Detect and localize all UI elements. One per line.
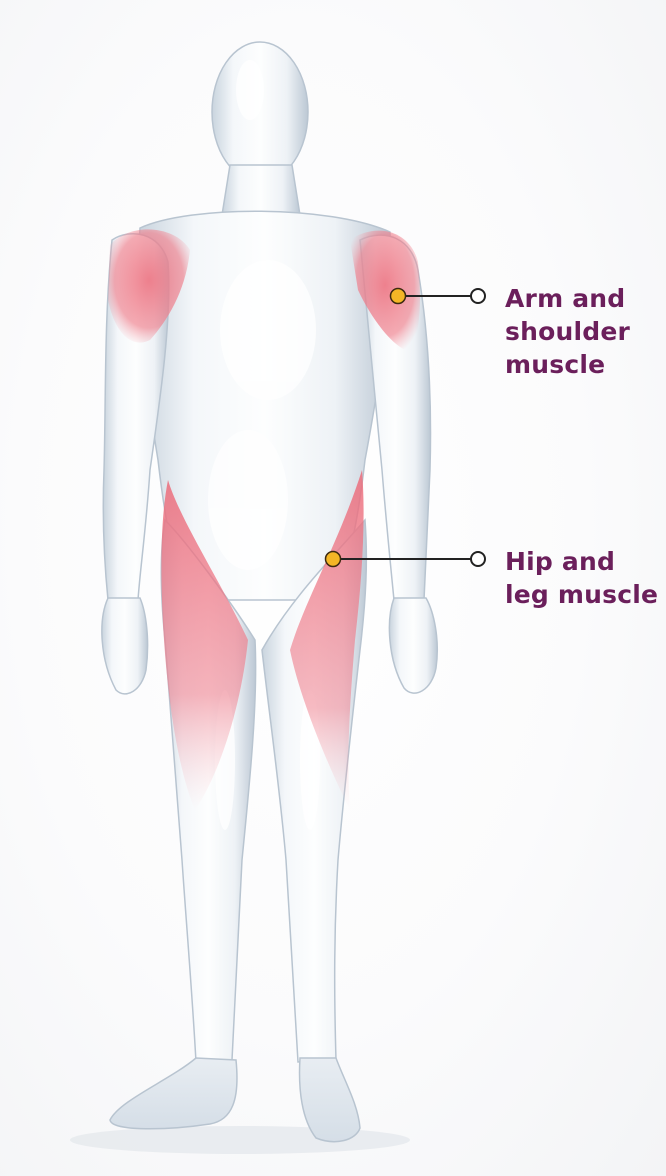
- label-line: Arm and: [505, 282, 630, 315]
- label-hip-leg-muscle: Hip and leg muscle: [505, 545, 658, 611]
- right-foot: [110, 1058, 237, 1129]
- left-hand: [389, 598, 437, 693]
- leader-end-arm: [471, 289, 485, 303]
- label-arm-shoulder-muscle: Arm and shoulder muscle: [505, 282, 630, 381]
- neck: [222, 165, 300, 215]
- label-line: leg muscle: [505, 578, 658, 611]
- marker-dot-arm: [391, 289, 406, 304]
- head: [212, 42, 308, 182]
- body-silhouette: [102, 42, 437, 1142]
- label-line: Hip and: [505, 545, 658, 578]
- label-line: shoulder: [505, 315, 630, 348]
- leader-end-hip: [471, 552, 485, 566]
- marker-dot-hip: [326, 552, 341, 567]
- label-line: muscle: [505, 348, 630, 381]
- right-hand: [102, 598, 148, 694]
